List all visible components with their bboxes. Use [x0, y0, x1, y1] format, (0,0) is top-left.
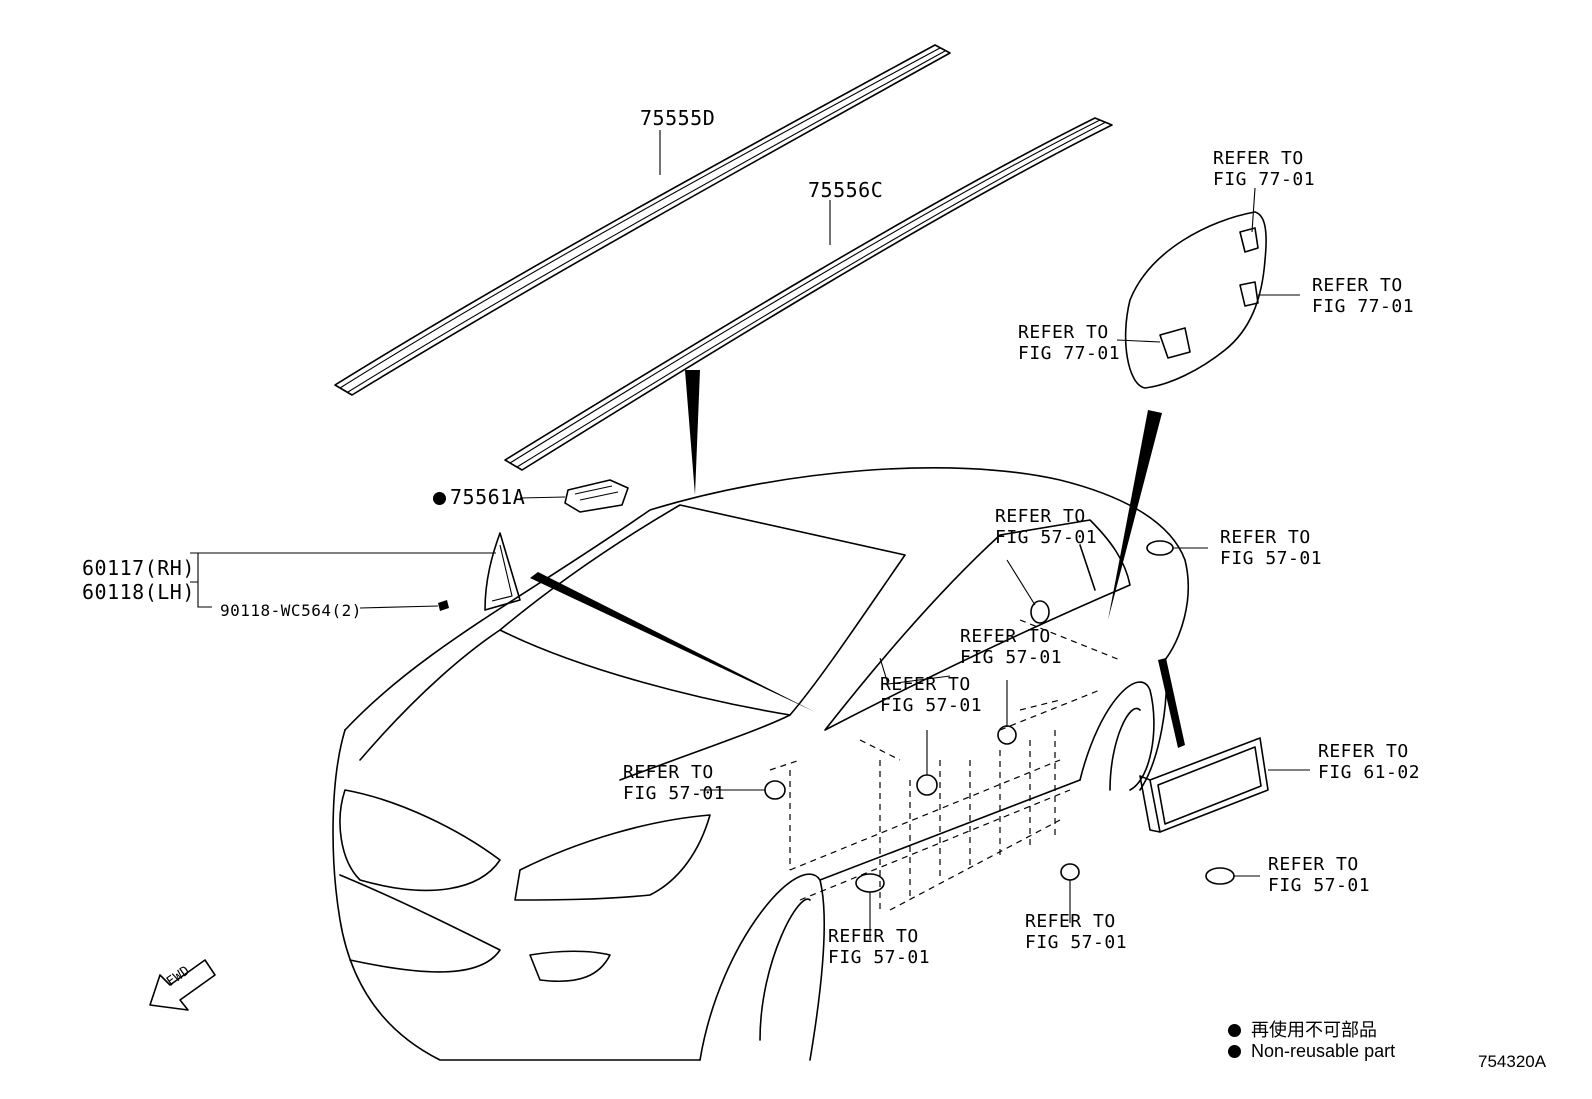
- roof-molding-75555d: [334, 44, 951, 396]
- side-trim-dashes: [769, 619, 1121, 911]
- legend-en: Non-reusable part: [1228, 1041, 1395, 1062]
- clip-75561a: [519, 479, 629, 513]
- part-label-60117: 60117(RH): [82, 556, 195, 580]
- part-label-75561a: 75561A: [433, 487, 525, 508]
- leader-lines: [700, 559, 1071, 940]
- grommet-icon: [764, 540, 1260, 893]
- vent-grille-part: [1139, 737, 1310, 833]
- part-label-75556c: 75556C: [808, 178, 884, 202]
- part-label-75555d: 75555D: [640, 106, 716, 130]
- car-body: [332, 466, 1189, 1061]
- part-label-90118: 90118-WC564(2): [220, 601, 362, 620]
- screw-icon: [359, 600, 449, 611]
- fwd-arrow-icon: [149, 959, 216, 1011]
- drawing-code: 754320A: [1478, 1052, 1547, 1071]
- legend-jp: 再使用不可部品: [1228, 1016, 1377, 1042]
- quarter-window-cover: [484, 532, 521, 611]
- fuel-lid-panel: [1116, 187, 1300, 389]
- part-label-60118: 60118(LH): [82, 580, 195, 604]
- roof-molding-75556c: [504, 117, 1113, 471]
- non-reusable-dot-icon: [1228, 1045, 1241, 1058]
- non-reusable-dot-icon: [1228, 1024, 1241, 1037]
- non-reusable-dot-icon: [433, 492, 446, 505]
